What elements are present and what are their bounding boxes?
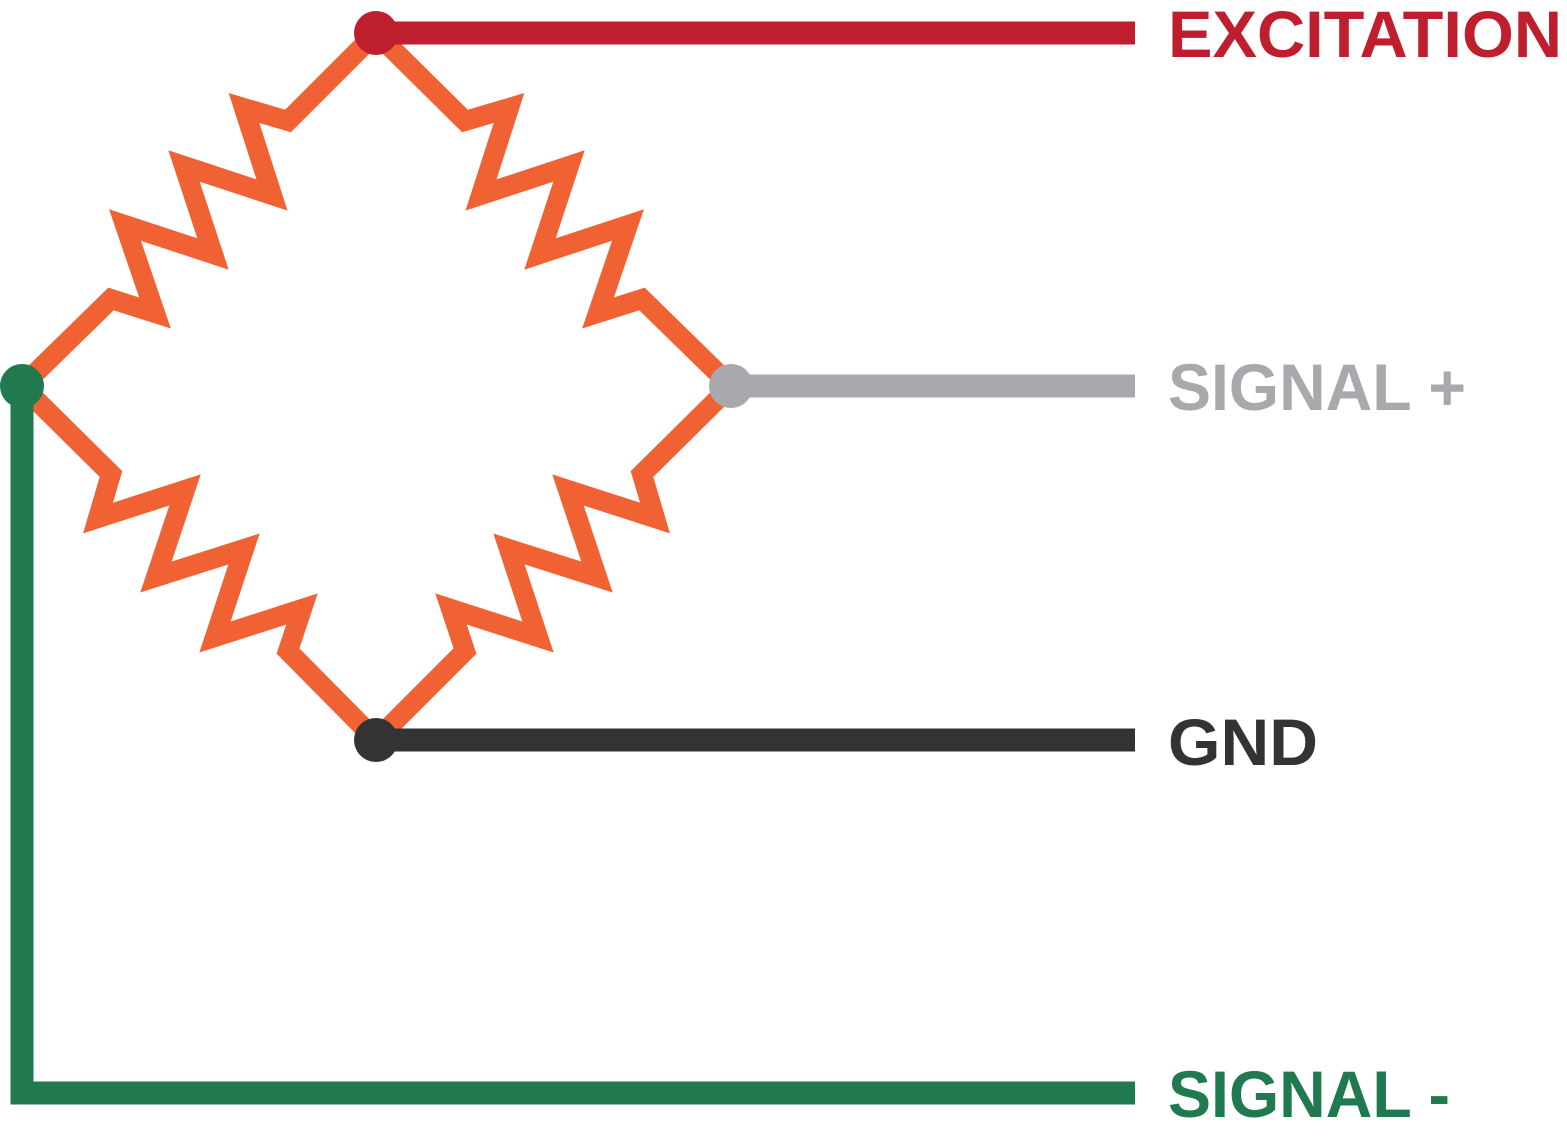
gnd-node [354,718,398,762]
resistor-upper-left [15,25,384,394]
excitation-label: EXCITATION [1168,0,1562,71]
excitation-node [354,11,398,55]
resistor-upper-right [368,25,738,394]
signal-plus-node [709,364,753,408]
signal-minus-wire [10,386,1135,1105]
gnd-label: GND [1168,705,1318,779]
signal-plus-label: SIGNAL + [1168,350,1466,424]
resistor-lower-right [368,378,739,748]
resistor-lower-left [14,378,384,748]
signal-minus-node [0,364,44,408]
signal-minus-label: SIGNAL - [1168,1057,1450,1131]
